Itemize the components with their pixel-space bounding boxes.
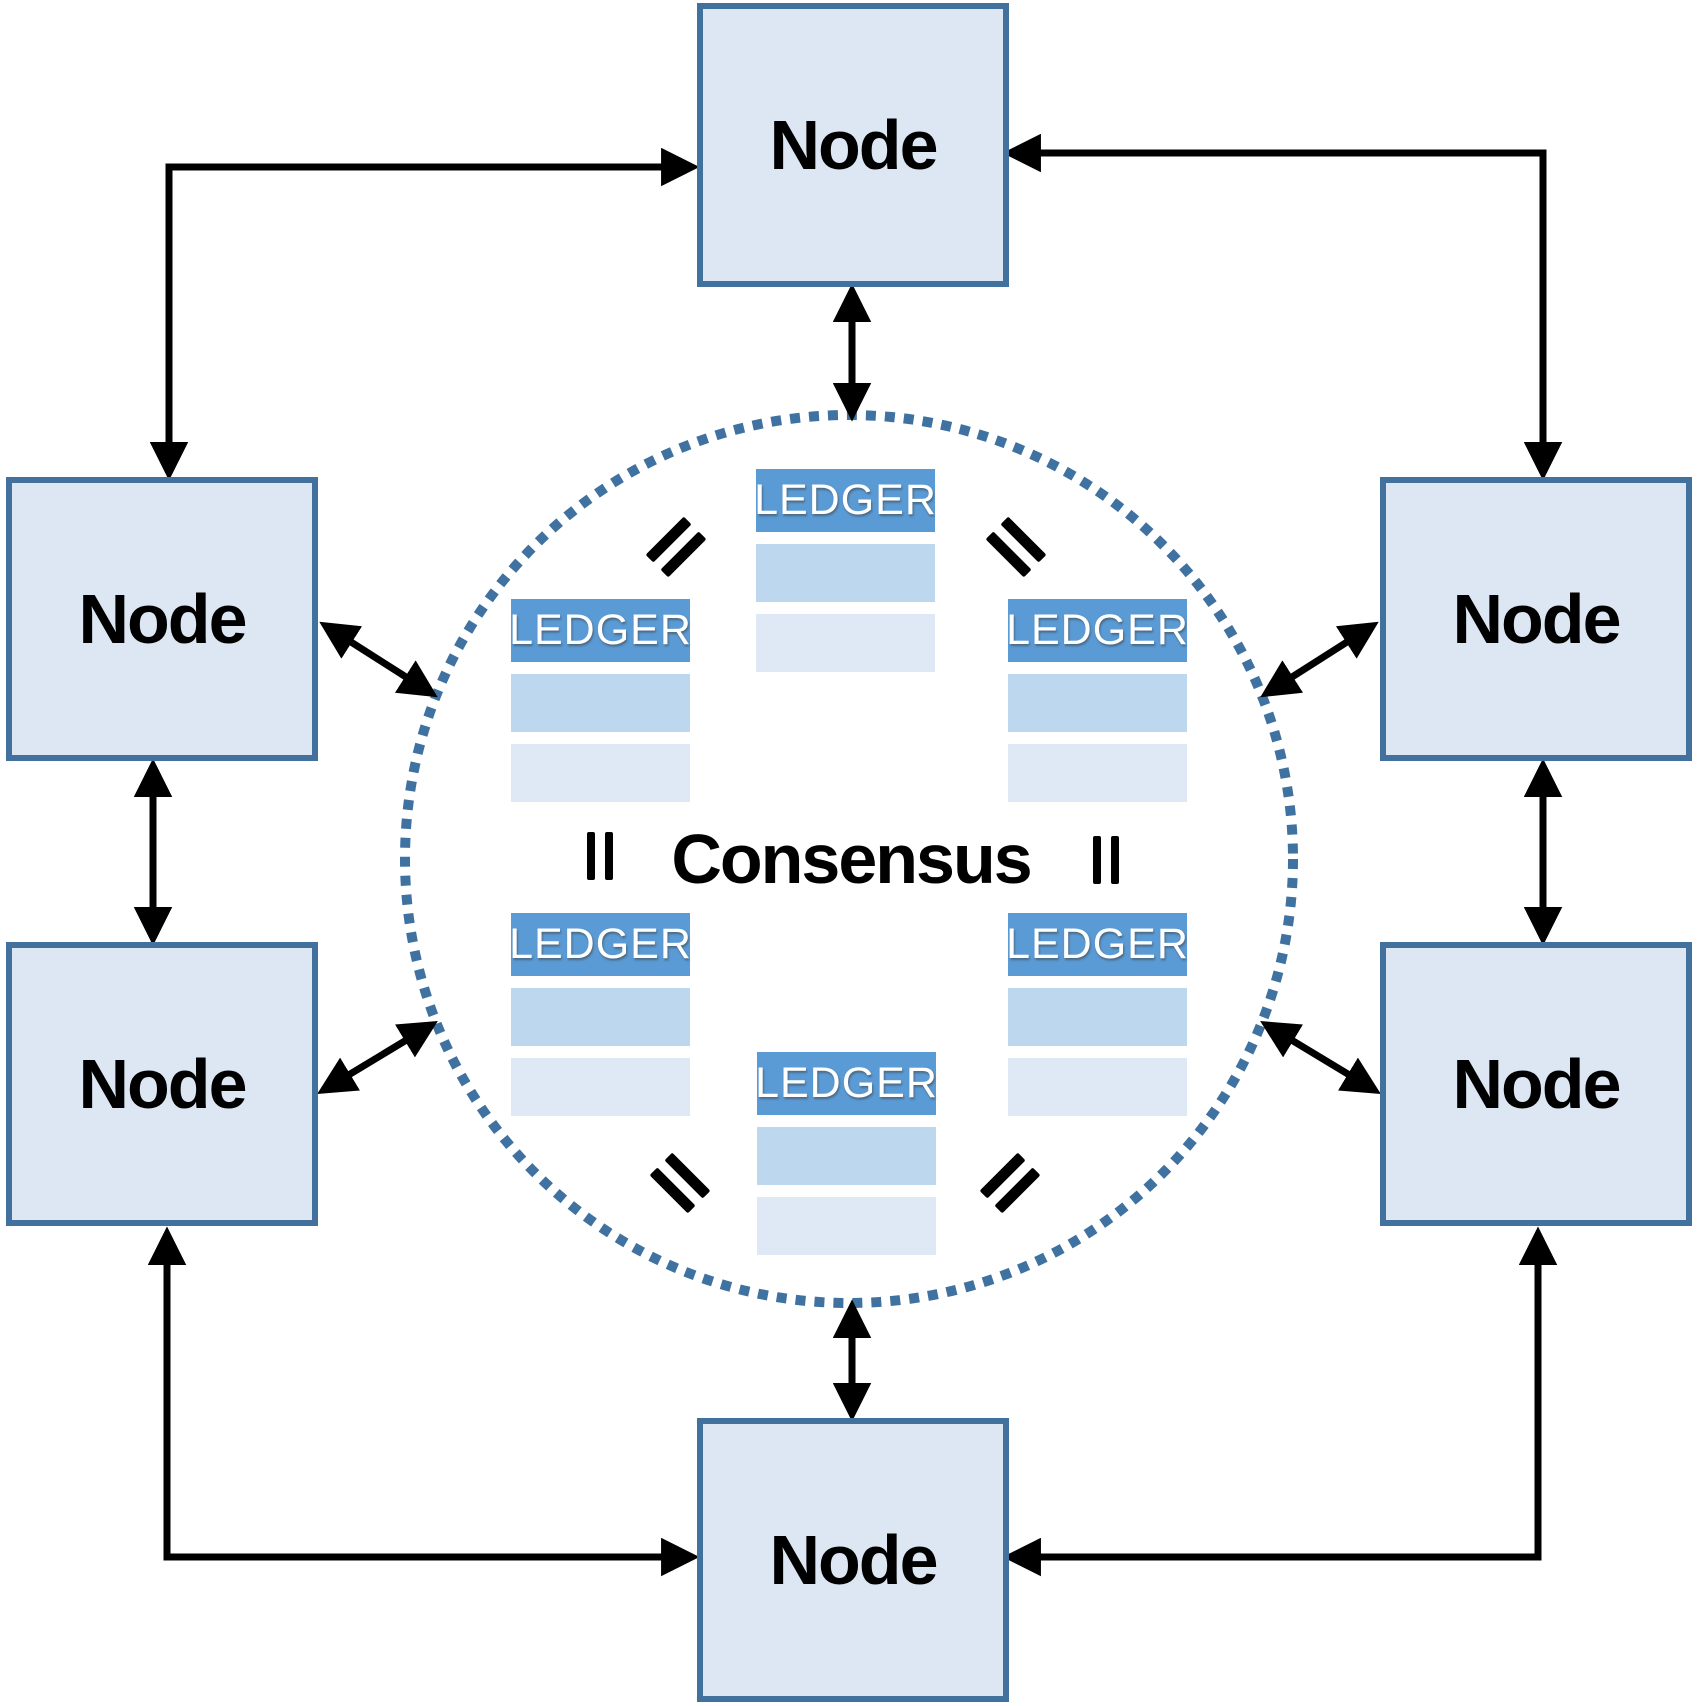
ledger-row: [511, 744, 690, 802]
node-label: Node: [78, 580, 248, 658]
ledger-block-left-upper: LEDGER: [509, 599, 691, 802]
ledger-header: LEDGER: [754, 469, 936, 532]
equals-icon-top-left: [645, 516, 707, 578]
ledger-row: [1008, 674, 1187, 732]
ledger-row: [1008, 988, 1187, 1046]
arrow-right-lower-node-circle: [1260, 1021, 1381, 1094]
ledger-block-bottom-center: LEDGER: [755, 1052, 937, 1255]
node-label: Node: [769, 106, 939, 184]
ledger-block-right-upper: LEDGER: [1006, 599, 1188, 802]
node-label: Node: [1452, 1045, 1622, 1123]
arrow-top-node-to-left-upper-node: [149, 147, 700, 481]
node-box-top: Node: [697, 3, 1009, 287]
ledger-block-right-lower: LEDGER: [1006, 913, 1188, 1116]
node-box-left-upper: Node: [6, 477, 318, 761]
ledger-row: [511, 674, 690, 732]
node-label: Node: [1452, 580, 1622, 658]
ledger-header: LEDGER: [1006, 599, 1188, 662]
arrow-right-upper-node-circle: [1260, 621, 1379, 698]
equals-icon-middle-left: [587, 832, 613, 880]
ledger-header: LEDGER: [509, 913, 691, 976]
node-box-bottom: Node: [697, 1418, 1009, 1702]
node-label: Node: [78, 1045, 248, 1123]
equals-icon-bottom-right: [979, 1152, 1041, 1214]
ledger-block-left-lower: LEDGER: [509, 913, 691, 1116]
ledger-row: [756, 544, 935, 602]
ledger-header: LEDGER: [755, 1052, 937, 1115]
ledger-header: LEDGER: [1006, 913, 1188, 976]
ledger-block-top-center: LEDGER: [754, 469, 936, 672]
consensus-label: Consensus: [671, 820, 1032, 898]
equals-icon-middle-right: [1093, 836, 1119, 884]
ledger-row: [757, 1127, 936, 1185]
arrow-left-upper-node-circle: [319, 621, 438, 698]
node-box-right-lower: Node: [1380, 942, 1692, 1226]
arrow-top-node-to-right-upper-node: [1002, 133, 1563, 481]
ledger-row: [757, 1197, 936, 1255]
node-label: Node: [769, 1521, 939, 1599]
equals-icon-top-right: [985, 516, 1047, 578]
ledger-row: [511, 988, 690, 1046]
ledger-row: [756, 614, 935, 672]
equals-icon-bottom-left: [649, 1152, 711, 1214]
node-box-right-upper: Node: [1380, 477, 1692, 761]
ledger-row: [1008, 744, 1187, 802]
arrow-left-lower-node-circle: [317, 1021, 438, 1094]
ledger-row: [1008, 1058, 1187, 1116]
arrow-right-lower-node-to-bottom-node: [1002, 1226, 1558, 1577]
ledger-header: LEDGER: [509, 599, 691, 662]
node-box-left-lower: Node: [6, 942, 318, 1226]
ledger-row: [511, 1058, 690, 1116]
arrow-left-lower-node-to-bottom-node: [147, 1226, 700, 1577]
